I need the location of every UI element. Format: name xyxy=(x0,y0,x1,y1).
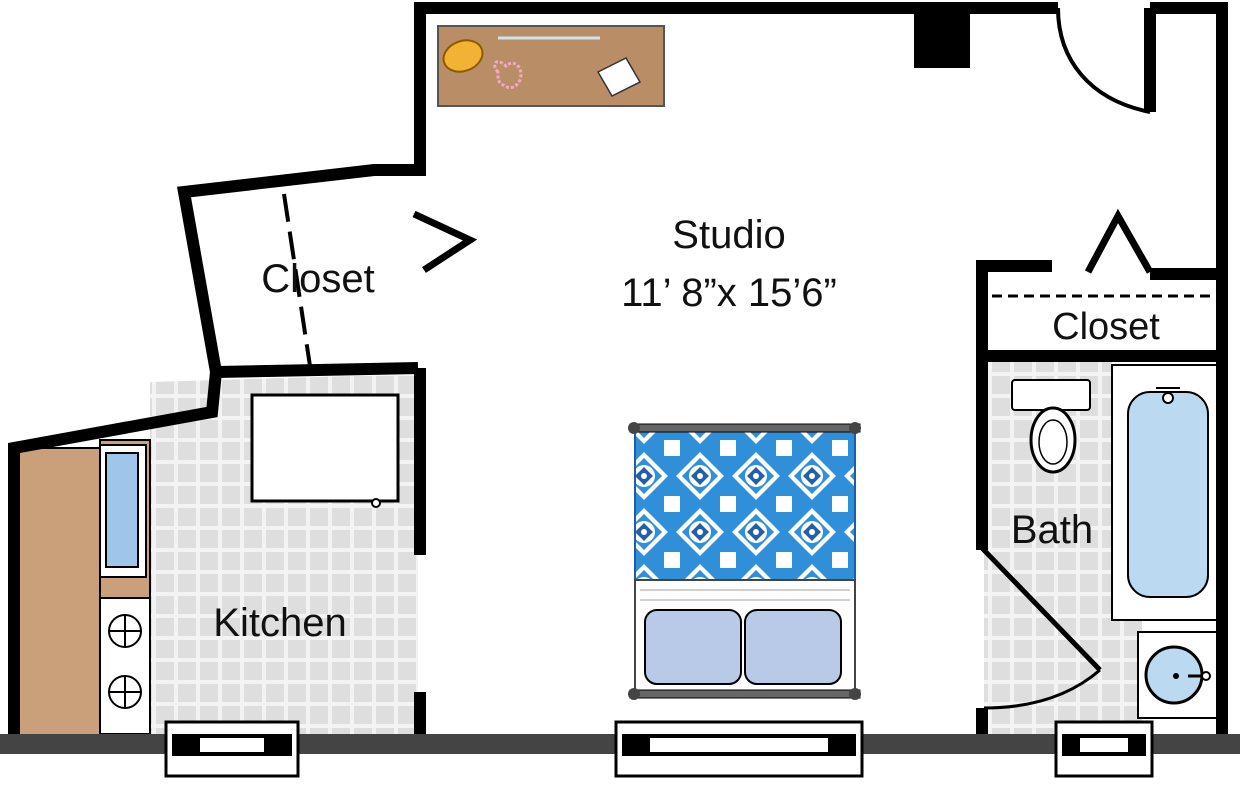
entry-door-swing xyxy=(1056,7,1151,114)
window xyxy=(164,720,300,778)
desk xyxy=(437,25,665,107)
bed-rail xyxy=(629,423,861,433)
closet-right-door xyxy=(1084,208,1154,274)
wall-closet-left xyxy=(176,2,1058,374)
bed-rail xyxy=(629,689,861,699)
paper-icon xyxy=(596,57,642,97)
bathtub xyxy=(1111,364,1223,621)
tub-basin xyxy=(1127,391,1209,598)
sheet-fold xyxy=(640,589,850,601)
closet-right-label: Closet xyxy=(1052,306,1160,348)
toilet xyxy=(1011,379,1091,474)
bed-post xyxy=(628,688,640,700)
kitchen-counter xyxy=(17,439,151,736)
stove-burner-icon xyxy=(108,675,142,709)
door-swings xyxy=(282,7,1220,710)
stove-burner-icon xyxy=(108,614,142,648)
kitchen-label: Kitchen xyxy=(213,601,346,645)
closet-left-door xyxy=(412,210,478,273)
necklace-icon xyxy=(493,60,523,89)
wall-bath-left xyxy=(976,260,1052,550)
closet-left-label: Closet xyxy=(261,257,374,301)
refrigerator xyxy=(250,393,400,508)
wall-left xyxy=(7,362,419,735)
chimney-block xyxy=(914,12,970,68)
bath-door-swing xyxy=(983,668,1101,710)
kitchen-sink-basin xyxy=(105,452,139,568)
faucet-icon xyxy=(1162,392,1174,404)
bed-post xyxy=(628,422,640,434)
window xyxy=(614,720,864,778)
closet-left-divider xyxy=(282,193,312,367)
pillow xyxy=(644,609,742,685)
bedspread xyxy=(634,429,856,581)
walls xyxy=(7,2,1228,735)
bathroom-sink xyxy=(1137,631,1223,719)
hat-icon xyxy=(442,39,484,73)
bed-post xyxy=(849,688,861,700)
bed-post xyxy=(849,422,861,434)
counter-top xyxy=(17,447,101,736)
window xyxy=(1054,720,1154,778)
wall-top-right xyxy=(1150,2,1228,735)
pillow xyxy=(744,609,842,685)
bed xyxy=(628,422,861,700)
bath-door xyxy=(980,546,1102,672)
studio-dimensions: 11’ 8”x 15’6” xyxy=(621,271,837,315)
bath-label: Bath xyxy=(1011,508,1093,552)
studio-label: Studio xyxy=(672,213,785,257)
exterior-wall xyxy=(0,720,1240,778)
bath-floor xyxy=(984,356,1112,735)
